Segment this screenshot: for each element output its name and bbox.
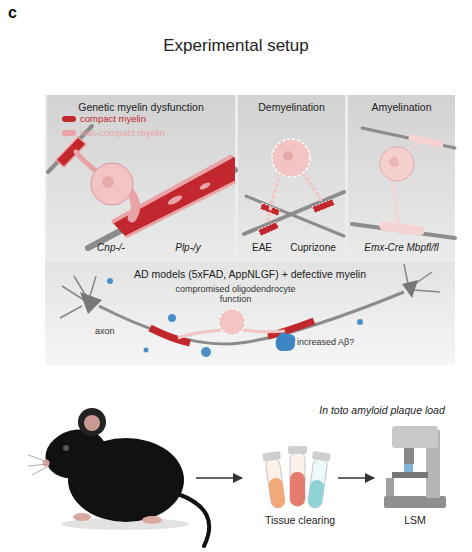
mouse-illustration (40, 423, 112, 485)
mouse-illustration (43, 460, 50, 467)
tissue-clearing-tubes (262, 451, 288, 509)
workflow-arrow (338, 477, 374, 479)
band-heading: AD models (5xFAD, AppNLGF) + defective m… (100, 268, 400, 280)
model-panel: AmyelinationEmx-Cre Mbpfl/fl (348, 95, 455, 262)
model-panel: DemyelinationEAECuprizone (238, 95, 345, 262)
lsm-microscope (426, 430, 440, 498)
genotype-label: Cnp-/- (65, 242, 157, 254)
legend-swatch (62, 116, 76, 122)
mouse-illustration (28, 408, 209, 546)
model-label: Cuprizone (282, 242, 344, 254)
step-label: Tissue clearing (248, 514, 352, 526)
tissue-clearing-tubes (288, 446, 307, 454)
mouse-illustration (68, 438, 184, 522)
mouse-illustration (63, 445, 69, 451)
axon-label: axon (95, 326, 135, 336)
mouse-illustration (78, 408, 106, 436)
model-label: EAE (240, 242, 284, 254)
workflow-arrow (196, 477, 242, 479)
lsm-microscope (384, 426, 446, 508)
tissue-clearing-tubes (307, 479, 325, 509)
figure-title: Experimental setup (0, 36, 472, 56)
legend-swatch (62, 130, 76, 136)
step-label: LSM (378, 514, 452, 526)
genotype-label: Plp-/y (151, 242, 225, 254)
ad-model-band: AD models (5xFAD, AppNLGF) + defective m… (45, 262, 455, 365)
mouse-illustration (61, 518, 189, 530)
lsm-microscope (384, 496, 446, 508)
cell-annotation: compromised oligodendrocyte function (173, 284, 298, 305)
tissue-clearing-tubes (290, 452, 305, 506)
panel-heading: Amyelination (348, 101, 455, 113)
lsm-microscope (392, 472, 428, 478)
lsm-microscope (392, 426, 438, 448)
panel-heading: Demyelination (238, 101, 345, 113)
legend-item: compact myelin (62, 114, 146, 125)
tissue-clearing-tubes (262, 451, 281, 461)
mouse-illustration (178, 494, 209, 546)
tissue-clearing-tubes (262, 446, 331, 509)
lsm-microscope (386, 478, 394, 496)
tissue-clearing-tubes (307, 457, 328, 508)
tissue-clearing-tubes (290, 472, 305, 506)
panel-heading: Genetic myelin dysfunction (47, 101, 235, 113)
tissue-clearing-tubes (268, 477, 286, 509)
mouse-illustration (84, 415, 100, 431)
genotype-label: Emx-Cre Mbpfl/fl (348, 242, 455, 254)
tissue-clearing-tubes (305, 451, 331, 509)
lsm-microscope (404, 448, 414, 464)
legend-text: compact myelin (80, 114, 146, 125)
mouse-illustration (142, 516, 162, 524)
tissue-clearing-tubes (312, 451, 331, 461)
legend-text: non-compact myelin (80, 128, 165, 139)
lsm-microscope (404, 464, 413, 472)
amyloid-label: increased Aβ? (297, 337, 387, 347)
workflow-arrow (196, 478, 374, 479)
legend-item: non-compact myelin (62, 128, 165, 139)
readout-label: In toto amyloid plaque load (296, 404, 468, 416)
mouse-illustration (28, 455, 49, 475)
mouse-illustration (73, 513, 91, 521)
panel-letter: c (8, 4, 38, 22)
tissue-clearing-tubes (265, 457, 286, 508)
tissue-clearing-tubes (288, 446, 307, 506)
